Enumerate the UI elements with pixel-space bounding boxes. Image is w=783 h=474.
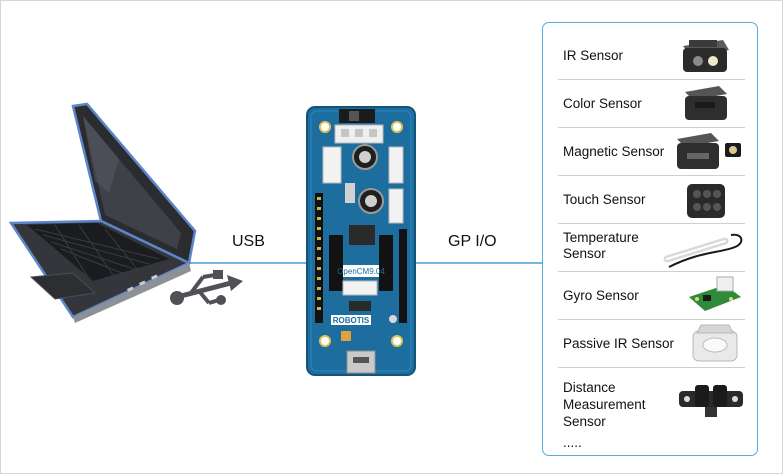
distance-sensor-icon	[679, 385, 743, 417]
gpio-connection-line	[415, 262, 543, 264]
sensor-label: Touch Sensor	[563, 192, 646, 207]
usb-connection-line	[187, 262, 309, 264]
touch-sensor-icon	[687, 184, 725, 218]
magnetic-sensor-icon	[677, 133, 741, 169]
sensor-label: Color Sensor	[563, 96, 642, 111]
sensor-row: IR Sensor	[558, 31, 745, 80]
sensor-row: Distance Measurement Sensor	[558, 367, 745, 437]
sensor-row: Touch Sensor	[558, 175, 745, 224]
sensor-row: Color Sensor	[558, 79, 745, 128]
ir-sensor-icon	[683, 40, 729, 72]
sensor-panel: IR Sensor Color Sensor Magnetic Sensor	[542, 22, 758, 456]
gyro-sensor-icon	[689, 276, 741, 311]
sensor-row: Gyro Sensor	[558, 271, 745, 320]
sensor-label: Passive IR Sensor	[563, 336, 675, 351]
sensor-label: Temperature Sensor	[563, 230, 639, 261]
sensor-label: IR Sensor	[563, 48, 624, 63]
more-sensors-ellipsis: .....	[563, 435, 582, 450]
gpio-label: GP I/O	[448, 233, 497, 250]
color-sensor-icon	[685, 86, 727, 120]
board-model-text: OpenCM9.04	[337, 267, 385, 276]
opencm-board: OpenCM9.04 ROBOTIS	[306, 106, 416, 376]
sensor-label: Gyro Sensor	[563, 288, 639, 303]
temperature-sensor-icon	[663, 233, 743, 268]
passive-ir-sensor-icon	[692, 324, 738, 362]
laptop-icon	[9, 102, 197, 323]
sensor-row: Passive IR Sensor	[558, 319, 745, 368]
sensor-row: Temperature Sensor	[558, 223, 745, 272]
usb-label: USB	[232, 233, 265, 250]
board-brand-text: ROBOTIS	[333, 316, 370, 325]
sensor-label: Magnetic Sensor	[563, 144, 665, 159]
sensor-label: Distance Measurement Sensor	[563, 380, 646, 429]
usb-symbol-icon	[170, 270, 243, 305]
sensor-row: Magnetic Sensor	[558, 127, 745, 176]
